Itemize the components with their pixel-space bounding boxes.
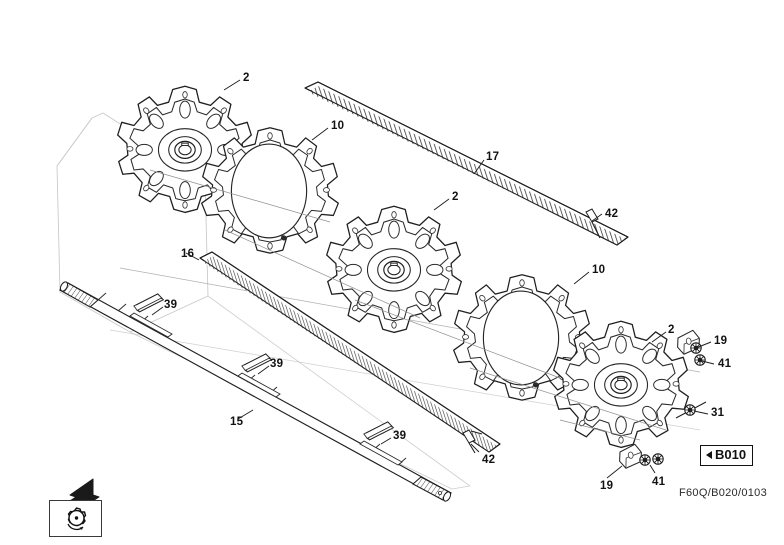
callout-16: 16 (181, 248, 195, 260)
sheet-code: F60Q/B020/0103 (679, 487, 767, 499)
cross-reference-box[interactable]: B010 (700, 445, 754, 466)
callout-42-lower: 42 (482, 454, 496, 466)
bolt-31 (675, 401, 707, 419)
callout-31: 31 (711, 407, 725, 419)
key-39-a (132, 292, 166, 314)
nut-41-lower-b (652, 453, 664, 465)
nut-41-upper-a (694, 354, 706, 366)
callout-39-b: 39 (270, 358, 284, 370)
sprocket-2-mid (326, 205, 462, 334)
nut-41-lower-a (639, 454, 651, 466)
main-shaft-15 (59, 281, 452, 502)
callout-19-lower: 19 (600, 480, 614, 492)
left-triangle-icon (706, 450, 712, 459)
rasp-bar-17 (304, 81, 629, 246)
callout-10-left: 10 (331, 120, 345, 132)
cross-reference-label: B010 (715, 447, 747, 462)
bolt-42-lower (462, 429, 483, 454)
callout-19-upper: 19 (714, 335, 728, 347)
callout-39-a: 39 (164, 299, 178, 311)
callout-2-right: 2 (668, 324, 675, 336)
leader-lines (151, 79, 715, 479)
callout-17: 17 (486, 151, 500, 163)
callout-42-upper: 42 (605, 208, 619, 220)
center-reference-lines (149, 169, 667, 441)
key-39-c (362, 420, 396, 442)
callout-10-right: 10 (592, 264, 606, 276)
callout-2-left: 2 (243, 72, 250, 84)
callout-15: 15 (230, 416, 244, 428)
key-39-b (240, 352, 274, 374)
sprocket-2-right (553, 320, 689, 449)
sprocket-rotation-symbol (67, 507, 87, 531)
callout-41-upper: 41 (718, 358, 732, 370)
callout-41-lower: 41 (652, 476, 666, 488)
callout-39-c: 39 (393, 430, 407, 442)
rotation-direction-indicator (49, 500, 102, 537)
callout-2-mid: 2 (452, 191, 459, 203)
rasp-bar-16 (199, 251, 501, 453)
